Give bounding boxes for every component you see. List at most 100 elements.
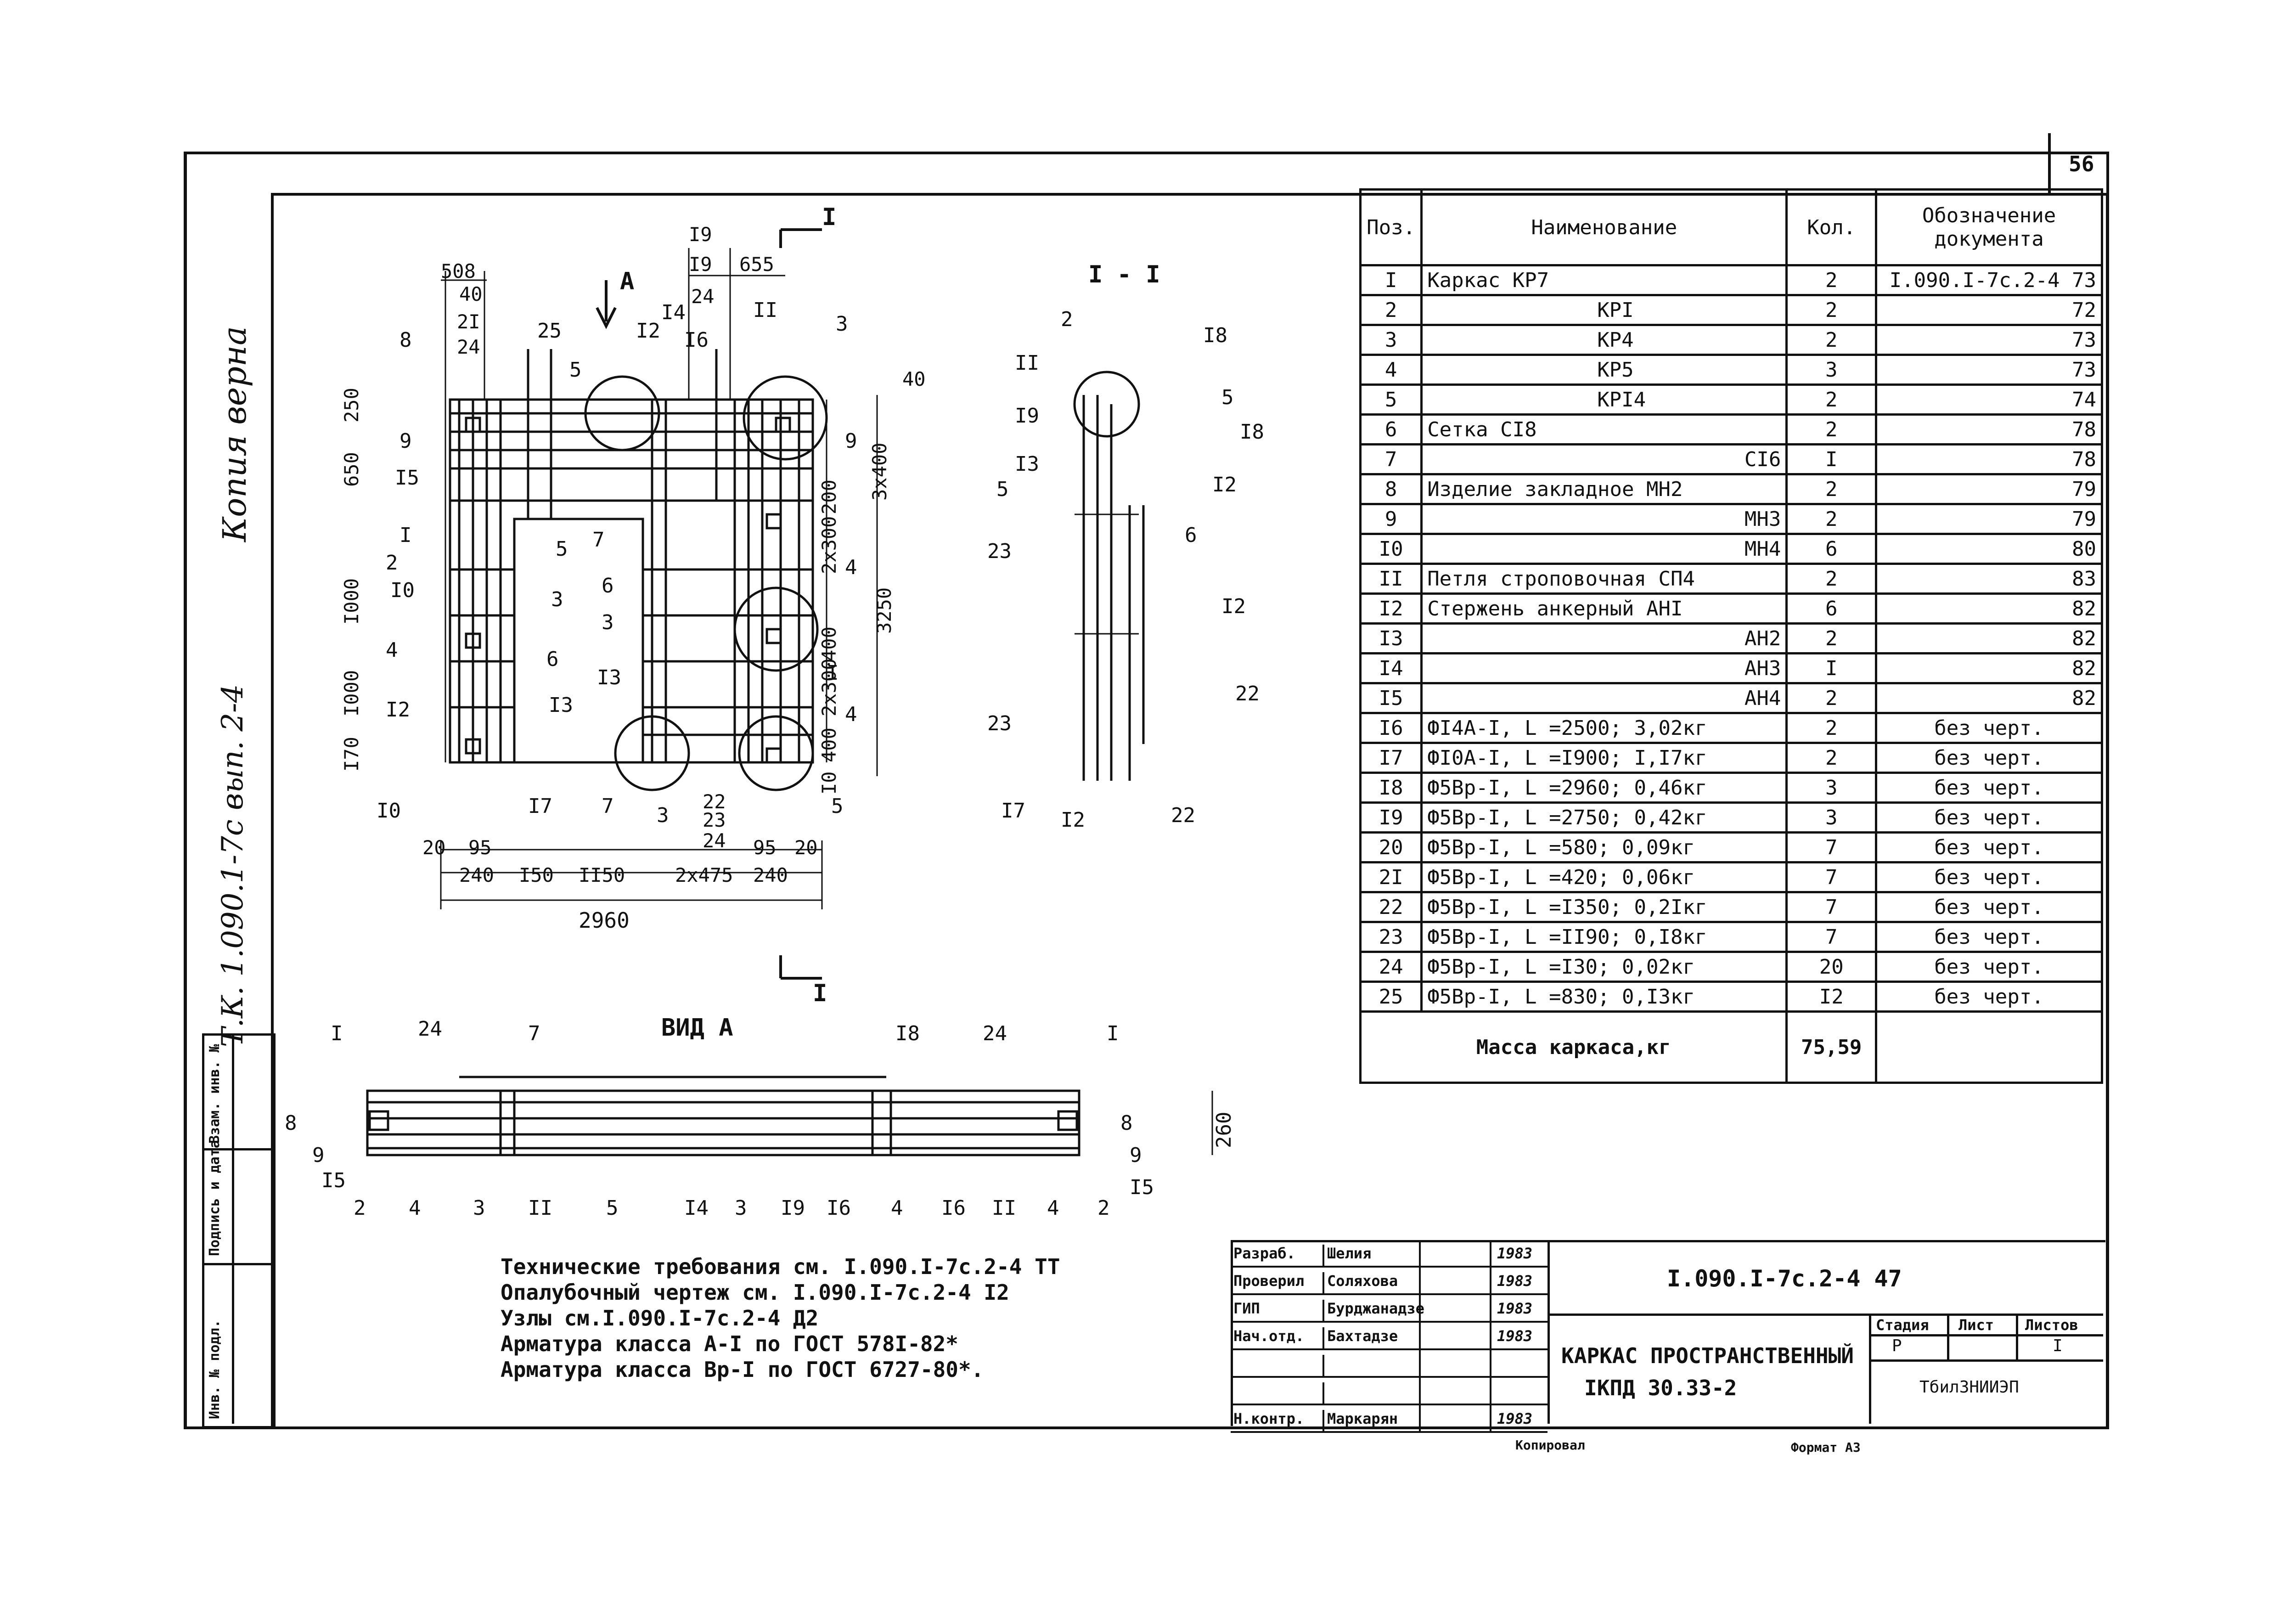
role-person: [1322, 1355, 1327, 1376]
role-title: Проверил: [1233, 1272, 1305, 1290]
role-signature: [1419, 1295, 1491, 1321]
dim-top: 24: [457, 336, 480, 358]
dim-top: 655: [739, 253, 774, 276]
view-label: 7: [528, 1022, 540, 1045]
pos-label: I7: [528, 795, 552, 818]
section-label: I2: [1061, 808, 1085, 832]
dim-bottom: 20: [794, 836, 818, 859]
pos-label: I5: [395, 466, 419, 490]
mass-value: 75,59: [1785, 1010, 1878, 1084]
spec-name: КР5: [1420, 354, 1788, 386]
spec-qty: 2: [1785, 503, 1878, 535]
role-person: Шелия: [1322, 1245, 1371, 1266]
section-label: 23: [987, 540, 1012, 563]
note-line: Опалубочный чертеж см. I.090.I-7с.2-4 I2: [501, 1280, 1009, 1305]
spec-doc: без черт.: [1875, 801, 2103, 834]
spec-qty: I: [1785, 443, 1878, 475]
spec-header: Наименование: [1420, 188, 1788, 266]
pos-label: I3: [549, 693, 573, 717]
role-person: Бурджанадзе: [1322, 1300, 1424, 1321]
dim-bottom: 23: [703, 809, 726, 831]
bottom-caption-right: Формат А3: [1791, 1440, 1861, 1455]
role-title: Нач.отд.: [1233, 1327, 1305, 1345]
pos-label: I: [827, 661, 839, 685]
role-title: Разраб.: [1233, 1245, 1295, 1262]
spec-qty: 3: [1785, 772, 1878, 804]
spec-qty: 2: [1785, 294, 1878, 326]
role-date: 1983: [1497, 1272, 1533, 1290]
spec-name: МН3: [1420, 503, 1788, 535]
stage-grid-row: [1869, 1334, 2103, 1336]
spec-name: Изделие закладное МН2: [1420, 473, 1788, 505]
left-strip-col-divider: [232, 1033, 234, 1424]
title-block-code-row: [1548, 1240, 2103, 1316]
dim-bottom: I50: [519, 864, 554, 886]
section-title: I - I: [1088, 261, 1160, 288]
spec-qty: 20: [1785, 951, 1878, 983]
sheets-value: I: [2053, 1336, 2063, 1355]
view-label: 24: [418, 1017, 442, 1041]
view-mark: А: [620, 268, 634, 295]
spec-name: КРI4: [1420, 383, 1788, 416]
section-label: 2: [1061, 308, 1073, 331]
section-label: 22: [1235, 682, 1260, 705]
left-strip: [202, 1033, 276, 1428]
section-mark-top: I: [822, 203, 836, 231]
spec-pos: 8: [1359, 473, 1423, 505]
spec-name: Ф5Вр-I, L =I350; 0,2Iкг: [1420, 891, 1788, 923]
spec-pos: 9: [1359, 503, 1423, 535]
spec-name: Ф5Вр-I, L =420; 0,06кг: [1420, 861, 1788, 893]
pos-label: I0: [390, 579, 415, 602]
spec-name: Петля строповочная СП4: [1420, 563, 1788, 595]
spec-qty: 2: [1785, 682, 1878, 714]
spec-mass-row: Масса каркаса,кг 75,59: [1359, 1010, 2103, 1084]
spec-doc: 82: [1875, 622, 2103, 654]
pos-label: II: [753, 299, 777, 322]
view-label: I: [331, 1022, 343, 1045]
role-signature: [1419, 1378, 1491, 1404]
spec-qty: 2: [1785, 742, 1878, 774]
view-label: I6: [941, 1196, 966, 1220]
left-strip-divider: [202, 1263, 271, 1265]
spec-qty: 2: [1785, 473, 1878, 505]
dim-left: I000: [340, 670, 363, 716]
view-label: 8: [285, 1111, 297, 1135]
spec-qty: 7: [1785, 831, 1878, 863]
spec-doc: I.090.I-7с.2-4 73: [1875, 264, 2103, 296]
pos-label: 6: [602, 574, 614, 598]
spec-doc: без черт.: [1875, 951, 2103, 983]
spec-name: Ф5Вр-I, L =2960; 0,46кг: [1420, 772, 1788, 804]
title-block-signatures: [1231, 1240, 1550, 1424]
pos-label: I: [400, 524, 412, 547]
spec-pos: I6: [1359, 712, 1423, 744]
role-person: Бахтадзе: [1322, 1327, 1398, 1348]
spec-name: Каркас КР7: [1420, 264, 1788, 296]
spec-pos: 4: [1359, 354, 1423, 386]
spec-name: КР4: [1420, 324, 1788, 356]
pos-label: 9: [845, 429, 857, 453]
title-block-name-cell: [1548, 1314, 1871, 1424]
section-label: I8: [1240, 420, 1264, 444]
pos-label: 6: [546, 648, 559, 671]
view-label: I5: [321, 1169, 346, 1192]
spec-header: Обозначение документа: [1875, 188, 2103, 266]
spec-name: Стержень анкерный АНI: [1420, 592, 1788, 625]
note-line: Арматура класса А-I по ГОСТ 578I-82*: [501, 1331, 958, 1356]
dim-bottom: 240: [753, 864, 788, 886]
dim-right: 200: [818, 479, 840, 514]
role-signature: [1419, 1405, 1491, 1431]
section-label: 5: [996, 478, 1009, 501]
spec-header-row: Поз. Наименование Кол. Обозначение докум…: [1359, 188, 2103, 266]
dim-top: 40: [902, 368, 926, 390]
section-label: 6: [1185, 524, 1197, 547]
